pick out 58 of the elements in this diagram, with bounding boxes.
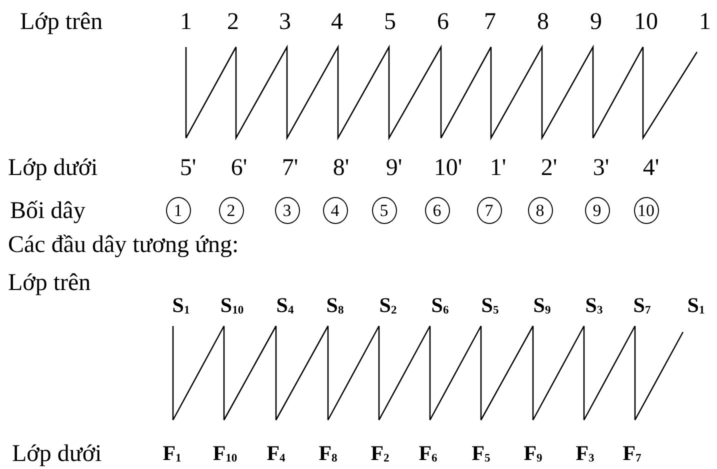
terminal-label: F$_{6}$ <box>418 443 438 465</box>
terminal-label: 4' <box>642 156 660 180</box>
terminal-label: S$_{5}$ <box>481 295 499 317</box>
row-label: Lớp trên <box>20 10 103 34</box>
row-label: Các đầu dây tương ứng: <box>8 233 239 257</box>
terminal-label: F$_{1}$ <box>162 443 182 465</box>
terminal-label: 8' <box>332 156 350 180</box>
terminal-label: 2 <box>227 10 239 34</box>
coil-circle: 5 <box>372 197 396 224</box>
coil-circle: 1 <box>166 197 190 224</box>
terminal-label: F$_{2}$ <box>370 443 390 465</box>
terminal-label: 2' <box>540 156 558 180</box>
terminal-label: F$_{10}$ <box>212 443 238 465</box>
terminal-label: F$_{9}$ <box>524 443 542 465</box>
terminal-label: 1 <box>180 10 192 34</box>
coil-circle: 7 <box>476 197 502 224</box>
terminal-label: 6' <box>230 156 248 180</box>
terminal-label: F$_{7}$ <box>622 443 642 465</box>
terminal-label: S$_{1}$ <box>687 295 705 317</box>
coil-circle: 8 <box>528 197 552 224</box>
terminal-label: F$_{4}$ <box>266 443 286 465</box>
terminal-label: F$_{8}$ <box>318 443 338 465</box>
terminal-label: S$_{3}$ <box>585 295 603 317</box>
terminal-label: 7 <box>484 10 496 34</box>
terminal-label: 6 <box>437 10 449 34</box>
terminal-label: 5' <box>180 156 196 180</box>
coil-circle: 10 <box>634 197 658 224</box>
terminal-label: 7' <box>282 156 298 180</box>
terminal-label: 3' <box>592 156 610 180</box>
coil-circle: 9 <box>584 197 610 224</box>
terminal-label: S$_{9}$ <box>533 295 551 317</box>
terminal-label: S$_{1}$ <box>172 295 190 317</box>
terminal-label: S$_{4}$ <box>276 295 294 317</box>
row-label: Bối dây <box>10 199 86 223</box>
terminal-label: S$_{6}$ <box>431 295 449 317</box>
row-label: Lớp dưới <box>12 442 102 466</box>
terminal-label: 1 <box>699 10 711 34</box>
row-label: Lớp trên <box>8 271 91 295</box>
terminal-label: F$_{5}$ <box>472 443 490 465</box>
coil-circle: 4 <box>322 197 348 224</box>
row-label: Lớp dưới <box>8 156 98 180</box>
terminal-label: 9' <box>386 156 402 180</box>
terminal-label: S$_{7}$ <box>633 295 651 317</box>
terminal-label: S$_{2}$ <box>379 295 397 317</box>
terminal-label: 3 <box>279 10 291 34</box>
coil-circle: 2 <box>218 197 244 224</box>
terminal-label: 8 <box>537 10 549 34</box>
terminal-label: S$_{8}$ <box>326 295 344 317</box>
terminal-label: S$_{10}$ <box>220 295 244 317</box>
terminal-label: 9 <box>590 10 602 34</box>
terminal-label: F$_{3}$ <box>576 443 594 465</box>
terminal-label: 5 <box>384 10 396 34</box>
terminal-label: 10' <box>434 156 462 180</box>
terminal-label: 4 <box>331 10 343 34</box>
terminal-label: 10 <box>634 10 658 34</box>
coil-circle: 6 <box>424 197 450 224</box>
terminal-label: 1' <box>490 156 506 180</box>
coil-circle: 3 <box>274 197 300 224</box>
